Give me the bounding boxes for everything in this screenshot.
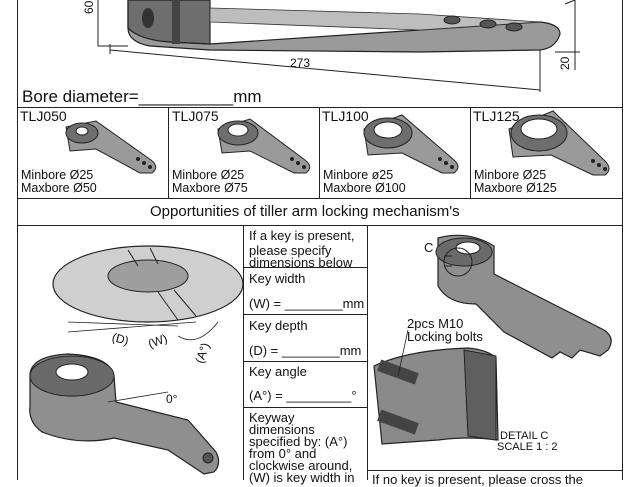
locking-bolts-diagram [373,234,612,445]
row-divider-3 [17,225,623,226]
model-max-tlj125: Maxbore Ø125 [474,181,557,195]
key-angle-field[interactable]: (A°) = _________° [249,388,357,403]
model-min-tlj050: Minbore Ø25 [21,168,94,182]
key-panel-row-2 [243,314,368,315]
key-depth-title: Key depth [249,318,308,333]
frame-right [622,0,623,480]
no-key-row [367,470,623,471]
dimension-length: 273 [290,56,311,70]
model-max-tlj050: Maxbore Ø50 [21,181,97,195]
key-intro-2: please specify [249,243,332,258]
bore-input-blank[interactable]: __________ [138,87,234,106]
keyway-line-5: clockwise around, [249,458,353,473]
keyway-disc-diagram [29,245,244,475]
arm-tlj125-image [508,110,610,176]
key-panel-row-3 [243,361,368,362]
col-divider-2 [319,107,320,198]
keyway-line-4: from 0° and [249,446,317,461]
tiller-arm-drawing [97,0,580,92]
dimension-height: 60 [82,0,96,14]
section-title: Opportunities of tiller arm locking mech… [150,203,460,220]
keyway-line-6: (W) is key width in [249,470,355,485]
model-name-tlj125: TLJ125 [473,108,520,124]
key-angle-title: Key angle [249,364,307,379]
key-width-title: Key width [249,271,306,286]
bore-diameter-label: Bore diameter=__________mm [22,87,262,107]
model-name-tlj075: TLJ075 [172,108,219,124]
arm-tlj050-image [65,120,157,174]
model-name-tlj100: TLJ100 [322,108,369,124]
key-panel-left [243,225,244,480]
key-panel-row-1 [243,267,368,268]
bore-label-text: Bore diameter= [22,87,139,106]
arm-tlj100-image [363,114,459,174]
col-divider-1 [168,107,169,198]
keyway-line-1: Keyway [249,410,295,425]
model-max-tlj075: Maxbore Ø75 [172,181,248,195]
model-min-tlj125: Minbore Ø25 [474,168,547,182]
keyway-line-2: dimensions [249,422,315,437]
key-intro-1: If a key is present, [249,228,355,243]
model-max-tlj100: Maxbore Ø100 [323,181,406,195]
key-panel-right [367,225,368,480]
keyway-line-3: specified by: (A°) [249,434,348,449]
row-divider-1 [17,107,623,108]
detail-callout: C [424,240,434,255]
row-divider-2 [17,198,623,199]
detail-scale: SCALE 1 : 2 [497,441,558,453]
frame-left [17,0,18,480]
model-name-tlj050: TLJ050 [20,108,67,124]
key-intro-3: dimensions below [249,255,353,270]
dimension-thickness: 20 [558,56,572,70]
arm-tlj075-image [217,118,311,174]
bore-unit: mm [233,87,262,106]
model-min-tlj075: Minbore Ø25 [172,168,245,182]
label-zero: 0° [166,392,178,406]
key-depth-field[interactable]: (D) = ________mm [249,343,362,358]
detail-label: DETAIL C [500,430,549,442]
model-min-tlj100: Minbore ø25 [323,168,394,182]
bolts-label-1: 2pcs M10 [407,316,464,331]
key-width-field[interactable]: (W) = ________mm [249,296,365,311]
bolts-label-2: Locking bolts [407,329,483,344]
col-divider-3 [470,107,471,198]
key-panel-row-4 [243,407,368,408]
